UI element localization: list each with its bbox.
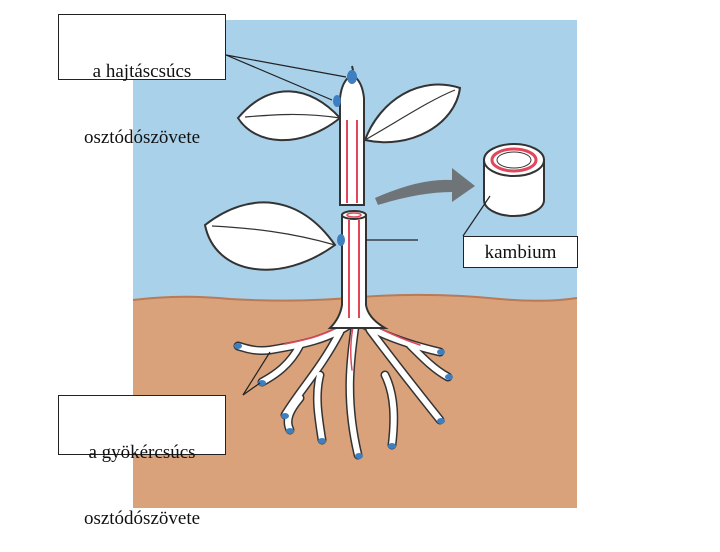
shoot-meristem-label-line1: a hajtáscsúcs <box>92 61 192 82</box>
magnify-arrow <box>375 168 475 205</box>
root-meristem-label-line2: osztódószövete <box>83 508 201 529</box>
cambium-ring <box>490 147 538 173</box>
root-meristem-label: a gyökércsúcs osztódószövete <box>58 395 226 529</box>
shoot-apex-meristem <box>347 70 357 84</box>
root-system <box>233 315 453 460</box>
upper-stem <box>339 65 365 206</box>
root-tip-meristems <box>234 343 453 459</box>
axillary-bud-meristem <box>333 95 341 107</box>
leaf-upper-left <box>236 90 342 142</box>
shoot-meristem-label-line2: osztódószövete <box>83 127 201 148</box>
leaf-lower-left <box>203 201 337 271</box>
stem-cross-section <box>483 143 545 217</box>
lower-bud-meristem <box>337 234 345 246</box>
root-meristem-label-line1: a gyökércsúcs <box>88 442 196 463</box>
pointer-lines <box>225 54 491 396</box>
shoot-meristem-label: a hajtáscsúcs osztódószövete <box>58 14 226 148</box>
cambium-label: kambium <box>463 236 578 268</box>
plant-diagram <box>132 20 578 508</box>
leaves <box>203 83 462 271</box>
